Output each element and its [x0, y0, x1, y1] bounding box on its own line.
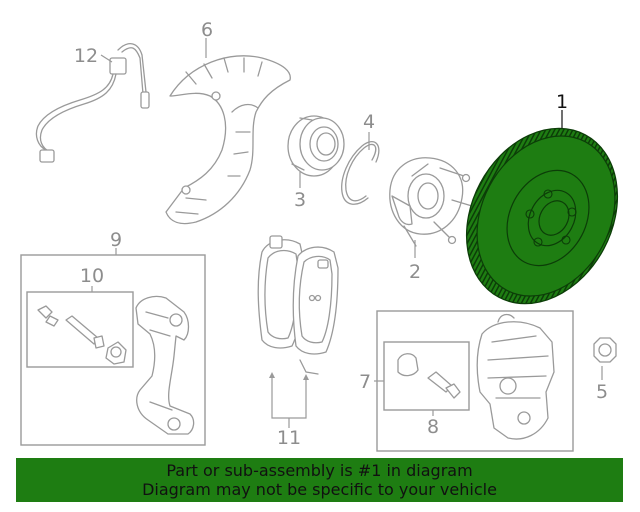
notice-line-1: Part or sub-assembly is #1 in diagram — [166, 461, 473, 480]
diagram-notice-banner: Part or sub-assembly is #1 in diagram Di… — [16, 458, 623, 502]
assembly-box-9 — [20, 254, 206, 446]
callout-5: 5 — [596, 381, 608, 403]
callout-3: 3 — [294, 189, 306, 211]
kit-box-8 — [383, 341, 470, 411]
brake-caliper-part — [476, 313, 555, 440]
callout-10: 10 — [80, 265, 104, 287]
brake-rotor-part — [465, 127, 619, 305]
caliper-repair-kit-part — [397, 353, 461, 399]
callout-4: 4 — [363, 111, 375, 133]
dust-shield-part — [165, 55, 291, 225]
caliper-bracket-part — [135, 295, 195, 435]
brake-hose-part — [35, 43, 150, 163]
callout-9: 9 — [110, 229, 122, 251]
kit-box-10 — [26, 291, 134, 368]
wheel-bearing-part — [287, 115, 345, 177]
leader-lines — [91, 38, 603, 428]
callout-1: 1 — [556, 91, 568, 113]
brake-pads-part — [257, 235, 339, 375]
wheel-hub-part — [389, 157, 479, 247]
callout-12: 12 — [74, 45, 98, 67]
callout-2: 2 — [409, 261, 421, 283]
notice-line-2: Diagram may not be specific to your vehi… — [142, 480, 497, 499]
callout-8: 8 — [427, 416, 439, 438]
callout-7: 7 — [359, 371, 371, 393]
snap-ring-part — [341, 141, 380, 205]
callout-11: 11 — [277, 427, 301, 449]
callout-6: 6 — [201, 19, 213, 41]
callout-labels: 1 2 3 4 5 6 7 8 9 10 11 12 — [74, 19, 608, 449]
guide-pin-kit-part — [37, 305, 127, 365]
hub-nut-part — [593, 337, 617, 363]
